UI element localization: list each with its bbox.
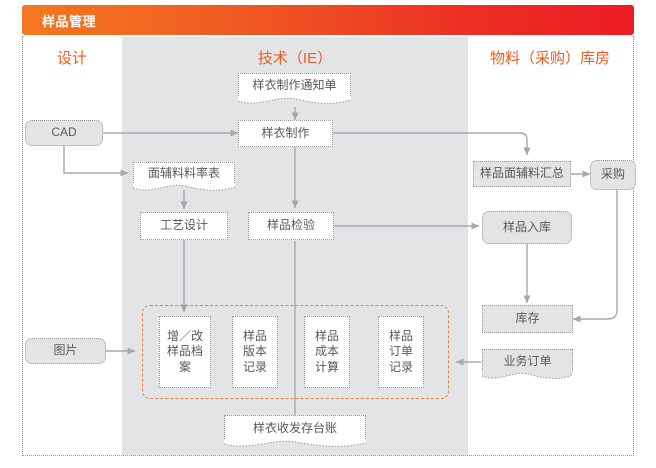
node-craft-design-label: 工艺设计 — [159, 218, 208, 233]
node-picture[interactable]: 图片 — [25, 338, 106, 364]
node-sample-cost-calculation-label-1: 样品 — [314, 328, 339, 343]
node-add-edit-sample-archive-label-1: 增／改 — [166, 328, 203, 343]
node-business-order-label: 业务订单 — [503, 353, 552, 368]
edge-sample-make-to-fabric-summary — [333, 132, 531, 156]
diagram-frame — [22, 36, 634, 456]
node-fabric-rate-table[interactable]: 面辅料料率表 — [132, 162, 236, 191]
node-fabric-rate-table-label: 面辅料料率表 — [147, 166, 220, 181]
node-sample-order-record-label-1: 样品 — [388, 328, 413, 343]
node-craft-design[interactable]: 工艺设计 — [140, 212, 228, 240]
node-sample-inbound[interactable]: 样品入库 — [482, 211, 572, 244]
node-picture-label: 图片 — [53, 343, 78, 358]
sample-archive-group — [142, 305, 449, 399]
title-bar — [22, 5, 634, 35]
node-sample-version-record[interactable]: 样品 版本 记录 — [232, 316, 278, 388]
node-sample-order-record-label-3: 记录 — [388, 359, 413, 374]
node-sample-version-record-label-3: 记录 — [242, 359, 267, 374]
node-stock[interactable]: 库存 — [482, 305, 573, 333]
node-sample-order-record[interactable]: 样品 订单 记录 — [378, 316, 424, 388]
node-stock-label: 库存 — [515, 311, 540, 326]
node-purchase[interactable]: 采购 — [590, 160, 636, 190]
swimlane-label-design: 设计 — [56, 50, 87, 67]
node-business-order[interactable]: 业务订单 — [481, 349, 574, 379]
node-sample-version-record-label-2: 版本 — [242, 344, 267, 359]
node-sample-check-label: 样品检验 — [266, 218, 315, 233]
swimlane-label-tech: 技术（IE） — [257, 50, 333, 67]
node-sample-make-notice-label: 样衣制作通知单 — [252, 78, 337, 93]
node-sample-make-label: 样衣制作 — [261, 125, 310, 140]
node-cad-label: CAD — [51, 125, 77, 140]
node-sample-inout-ledger-label: 样衣收发存台账 — [252, 420, 337, 435]
node-sample-order-record-label-2: 订单 — [388, 344, 413, 359]
node-cad[interactable]: CAD — [25, 120, 103, 146]
node-sample-cost-calculation-label-2: 成本 — [314, 344, 339, 359]
node-add-edit-sample-archive-label-3: 案 — [178, 359, 191, 374]
node-sample-inout-ledger[interactable]: 样衣收发存台账 — [223, 415, 367, 447]
node-sample-inbound-label: 样品入库 — [502, 219, 551, 234]
node-purchase-label: 采购 — [600, 167, 625, 182]
page-title: 样品管理 — [42, 14, 97, 29]
node-sample-cost-calculation[interactable]: 样品 成本 计算 — [304, 316, 350, 388]
edge-cad-to-fabric-rate — [63, 146, 129, 177]
node-add-edit-sample-archive[interactable]: 增／改 样品档 案 — [159, 316, 211, 388]
node-sample-fabric-summary-label: 样品面辅料汇总 — [479, 166, 564, 181]
node-sample-check[interactable]: 样品检验 — [248, 212, 334, 240]
node-add-edit-sample-archive-label-2: 样品档 — [166, 344, 203, 359]
edge-purchase-to-stock — [572, 190, 618, 323]
node-sample-make[interactable]: 样衣制作 — [238, 120, 333, 147]
node-sample-version-record-label-1: 样品 — [242, 328, 267, 343]
swimlane-label-material: 物料（采购）库房 — [489, 50, 610, 67]
node-sample-make-notice[interactable]: 样衣制作通知单 — [237, 73, 352, 104]
node-sample-fabric-summary[interactable]: 样品面辅料汇总 — [473, 161, 571, 187]
node-sample-cost-calculation-label-3: 计算 — [314, 359, 339, 374]
